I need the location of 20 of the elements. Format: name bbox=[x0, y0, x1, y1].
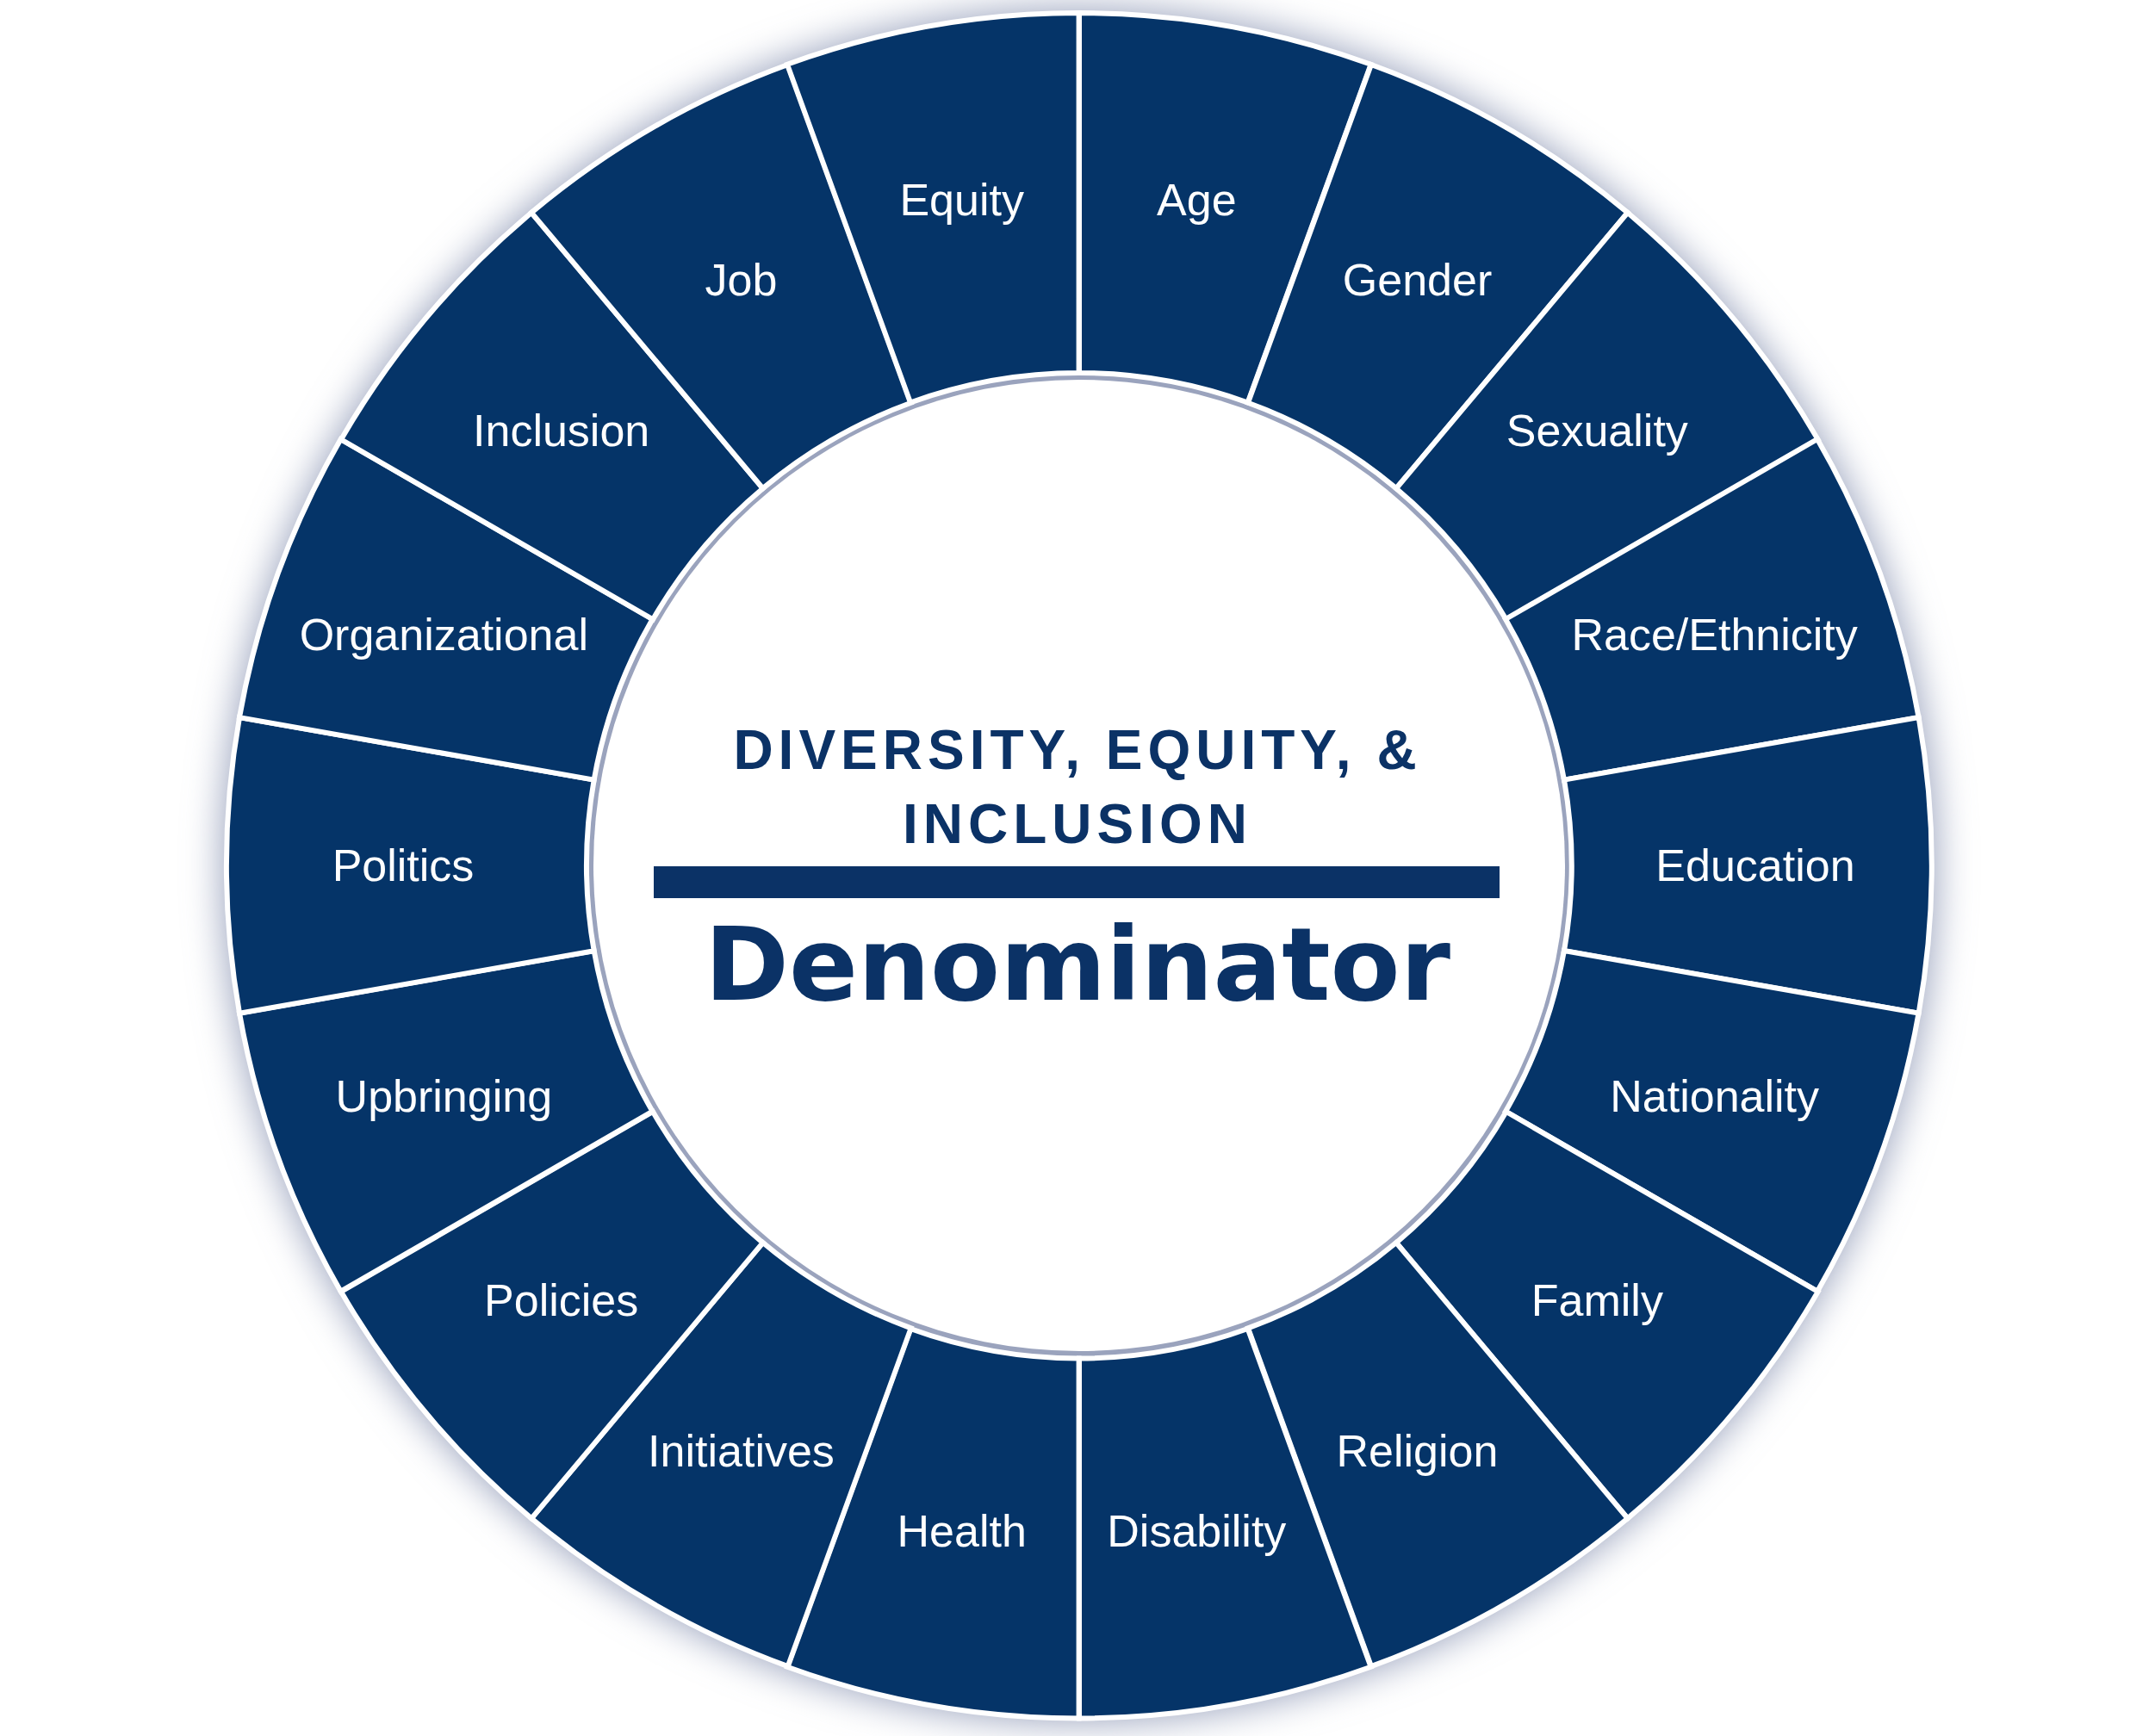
segment-label: Organizational bbox=[299, 608, 588, 660]
segment-label: Family bbox=[1531, 1274, 1663, 1326]
heading: DIVERSITY, EQUITY, & INCLUSION bbox=[733, 718, 1422, 857]
segment-label: Gender bbox=[1342, 254, 1493, 307]
segment-label: Equity bbox=[899, 173, 1024, 226]
segment-label: Initiatives bbox=[648, 1424, 835, 1477]
segment-label: Inclusion bbox=[473, 405, 650, 457]
segment-label: Policies bbox=[484, 1274, 639, 1326]
segment-label: Job bbox=[705, 254, 778, 307]
segment-label: Age bbox=[1157, 173, 1237, 226]
title-word: Denominator bbox=[704, 904, 1451, 1026]
segment-label: Nationality bbox=[1610, 1070, 1820, 1123]
segment-label: Education bbox=[1655, 840, 1855, 891]
segment-label: Health bbox=[897, 1505, 1027, 1558]
segment-label: Race/Ethnicity bbox=[1571, 608, 1858, 660]
segment-label: Upbringing bbox=[335, 1070, 553, 1123]
segment-label: Politics bbox=[332, 840, 475, 891]
segment-label: Disability bbox=[1107, 1505, 1287, 1558]
segment-label: Religion bbox=[1336, 1424, 1499, 1477]
segment-label: Sexuality bbox=[1506, 405, 1688, 457]
